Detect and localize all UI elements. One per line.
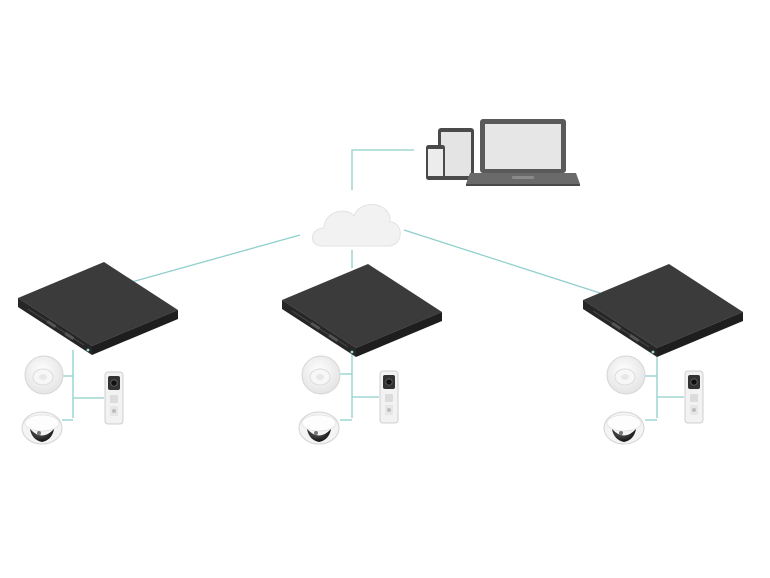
- motion-sensor-icon: [606, 355, 646, 395]
- links-site-center-peripherals: [340, 353, 379, 421]
- link-cloud-to-clients: [351, 149, 414, 190]
- rack-server-icon: [281, 263, 443, 358]
- door-station-icon: [379, 370, 399, 424]
- dome-camera-icon: [603, 411, 645, 445]
- network-links: [62, 149, 684, 421]
- door-station-icon: [684, 370, 704, 424]
- cloud-icon: [312, 204, 401, 247]
- site-right: [582, 263, 744, 445]
- link-cloud-to-site-left: [127, 234, 301, 284]
- links-site-right-peripherals: [645, 356, 684, 421]
- dome-camera-icon: [298, 411, 340, 445]
- site-center: [281, 263, 443, 445]
- tablet-icon: [438, 128, 474, 180]
- laptop-icon: [466, 119, 580, 186]
- dome-camera-icon: [21, 411, 63, 445]
- rack-server-icon: [582, 263, 744, 358]
- motion-sensor-icon: [301, 355, 341, 395]
- site-left: [17, 261, 179, 445]
- door-station-icon: [104, 371, 124, 425]
- links-site-left-peripherals: [62, 350, 104, 421]
- laptop-tablet-phone-icon: [426, 119, 580, 186]
- phone-icon: [426, 145, 445, 180]
- link-cloud-to-site-right: [403, 229, 601, 294]
- motion-sensor-icon: [24, 355, 64, 395]
